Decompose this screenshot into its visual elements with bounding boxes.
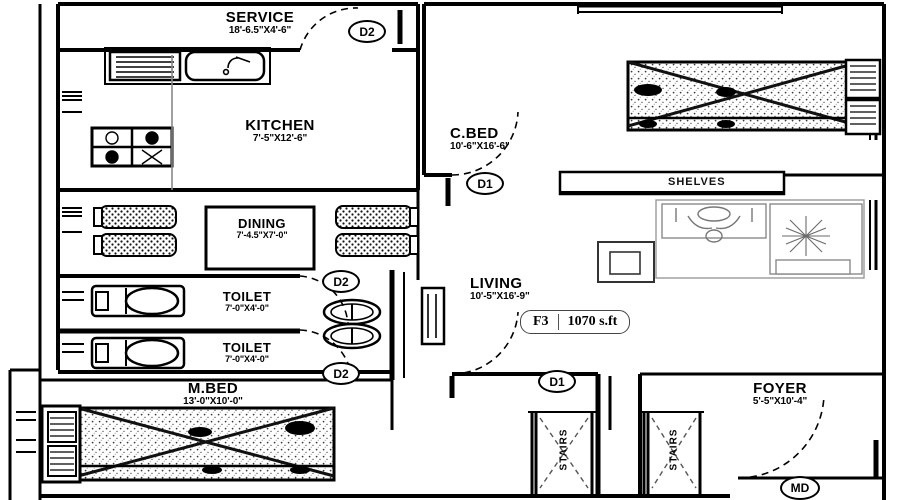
room-label-service: SERVICE 18'-6.5"X4'-6" <box>160 10 360 36</box>
room-name-dining: DINING <box>238 216 286 231</box>
room-dim-dining: 7'-4.5"X7'-0" <box>236 230 288 240</box>
room-label-toilet-2: TOILET 7'-0"X4'-0" <box>185 341 309 364</box>
room-label-living: LIVING 10'-5"X16'-9" <box>470 276 640 302</box>
door-marker-d2-service: D2 <box>348 20 386 43</box>
room-label-toilet-1: TOILET 7'-0"X4'-0" <box>185 290 309 313</box>
room-name-cbed: C.BED <box>450 125 499 142</box>
stair-openings <box>539 417 697 489</box>
toilet-fixtures <box>90 284 382 370</box>
room-name-kitchen: KITCHEN <box>245 117 315 134</box>
room-name-mbed: M.BED <box>187 380 239 397</box>
room-dim-living: 10'-5"X16'-9" <box>470 291 530 302</box>
room-label-foyer: FOYER 5'-5"X10'-4" <box>700 381 860 407</box>
room-dim-service: 18'-6.5"X4'-6" <box>228 25 292 36</box>
mbed-bed <box>40 404 336 484</box>
unit-area-badge: F3 1070 s.ft <box>520 310 631 334</box>
room-dim-toilet-2: 7'-0"X4'-0" <box>225 354 269 364</box>
room-name-toilet-1: TOILET <box>222 289 272 304</box>
room-name-toilet-2: TOILET <box>222 340 272 355</box>
room-name-living: LIVING <box>470 275 523 292</box>
shelves-label: SHELVES <box>668 176 726 188</box>
door-marker-d2-toilet-2: D2 <box>322 362 360 385</box>
kitchen-stove <box>90 55 174 190</box>
stairs-label-left: STAIRS <box>558 428 570 471</box>
room-dim-cbed: 10'-6"X16'-6" <box>450 141 510 152</box>
stairs-label-right: STAIRS <box>668 428 680 471</box>
room-dim-toilet-1: 7'-0"X4'-0" <box>225 303 269 313</box>
cbed-bed <box>626 58 882 136</box>
service-fixtures <box>104 47 271 85</box>
door-marker-md-entry: MD <box>780 476 820 500</box>
room-name-foyer: FOYER <box>753 380 807 397</box>
unit-code: F3 <box>533 314 549 329</box>
room-label-kitchen: KITCHEN 7'-5"X12'-6" <box>185 118 375 144</box>
living-door-leaf <box>420 286 446 346</box>
room-name-service: SERVICE <box>225 9 295 26</box>
shelves-unit <box>558 170 786 196</box>
room-dim-kitchen: 7'-5"X12'-6" <box>252 133 308 144</box>
unit-area-value: 1070 s.ft <box>567 314 618 329</box>
room-dim-foyer: 5'-5"X10'-4" <box>752 396 808 407</box>
room-label-mbed: M.BED 13'-0"X10'-0" <box>118 381 308 407</box>
room-label-cbed: C.BED 10'-6"X16'-6" <box>450 126 630 152</box>
room-label-dining: DINING 7'-4.5"X7'-0" <box>200 217 324 240</box>
door-marker-d1-cbed: D1 <box>466 172 504 195</box>
door-jambs <box>389 10 879 478</box>
door-marker-d1-foyer: D1 <box>538 370 576 393</box>
room-dim-mbed: 13'-0"X10'-0" <box>183 396 243 407</box>
window-openings <box>16 4 878 453</box>
dining-set <box>93 205 419 271</box>
living-furniture <box>597 199 865 283</box>
badge-divider <box>557 314 559 330</box>
door-marker-d2-toilet-1: D2 <box>322 270 360 293</box>
